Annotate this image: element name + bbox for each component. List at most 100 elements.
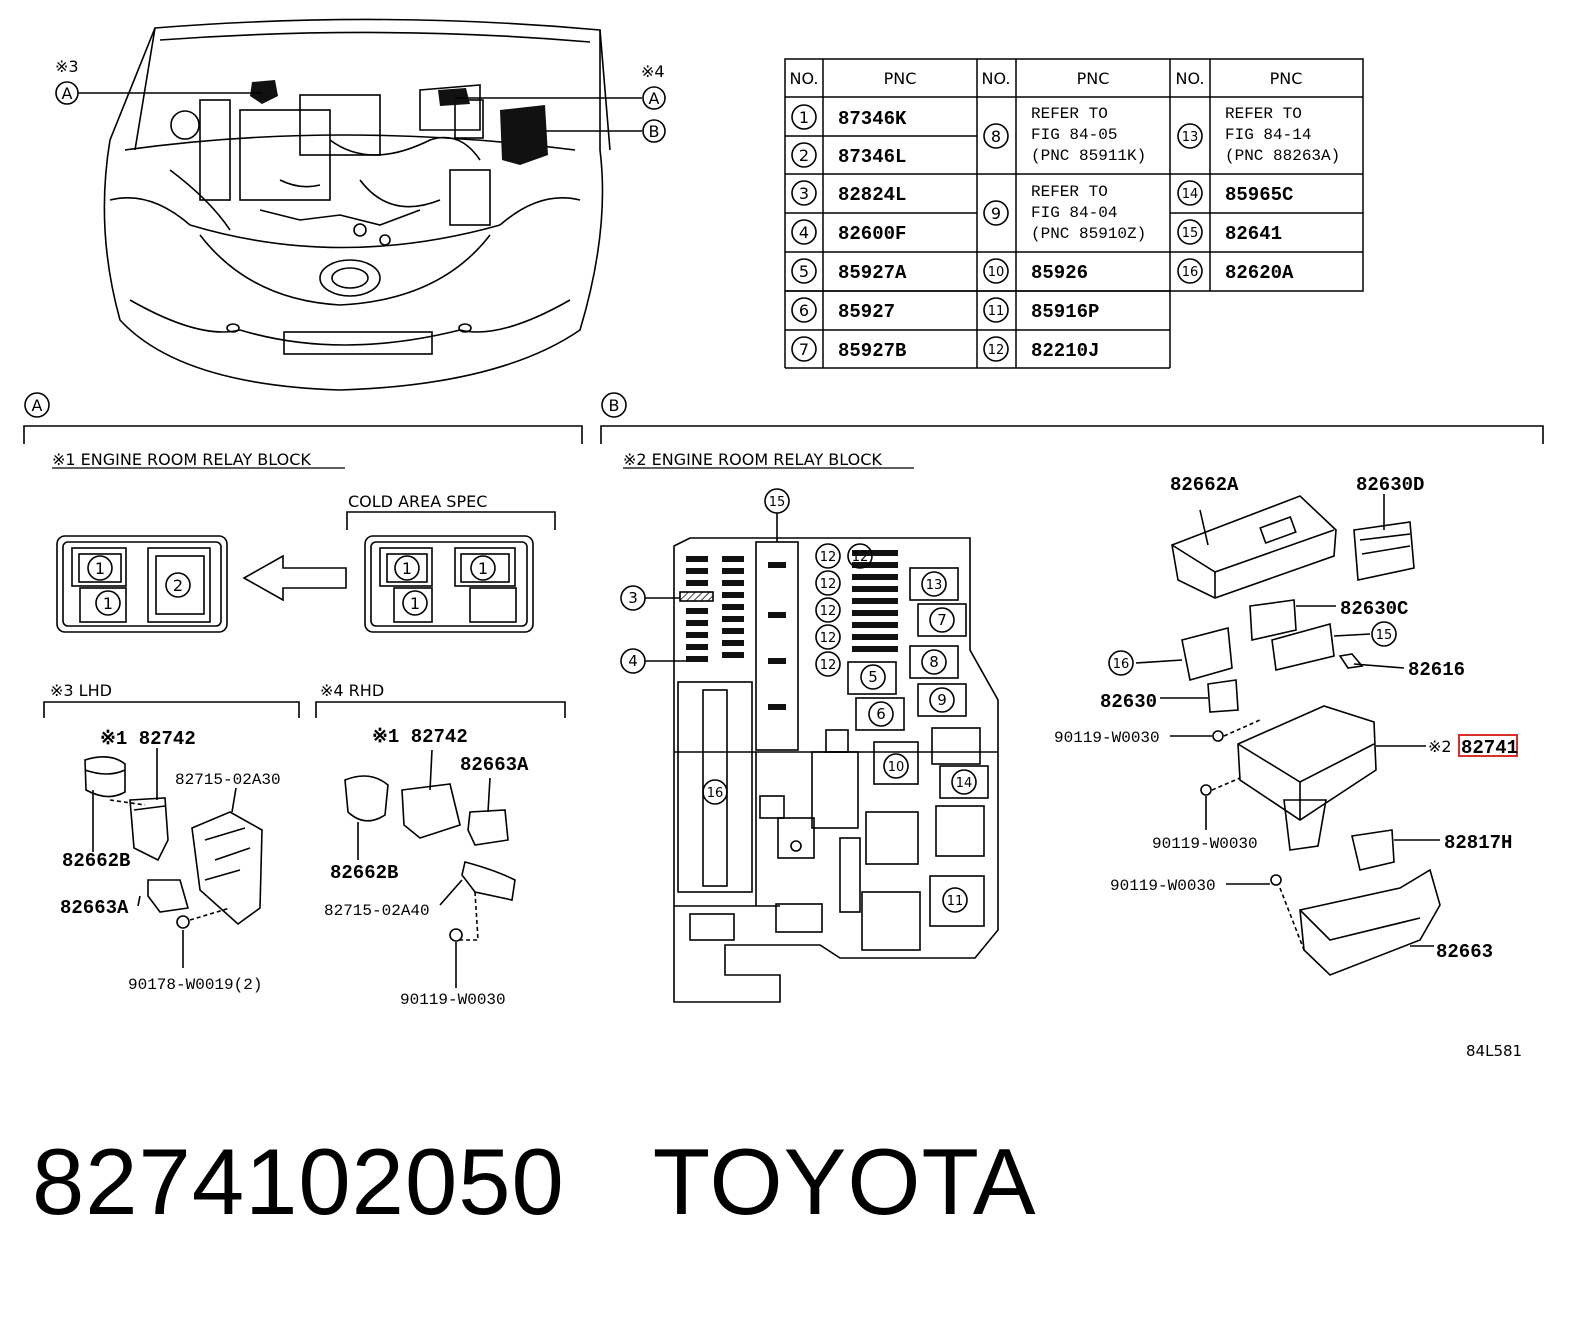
svg-text:15: 15 [1182, 226, 1199, 241]
svg-text:85927B: 85927B [838, 340, 906, 362]
table-header-no-3: NO. [1176, 69, 1205, 88]
rhd-label-82662B: 82662B [330, 862, 398, 884]
fuse-box-callouts [620, 488, 977, 913]
svg-text:82210J: 82210J [1031, 340, 1099, 362]
svg-text:16: 16 [1182, 265, 1199, 280]
label-90119-c: 90119-W0030 [1110, 877, 1216, 895]
label-82630C: 82630C [1340, 598, 1408, 620]
lhd-label-82742: ※1 82742 [100, 728, 196, 750]
relay-block-numbers: 1 1 2 1 1 1 [95, 559, 488, 613]
callout-a-left: A [62, 84, 73, 103]
callout-a-right: A [649, 89, 660, 108]
rhd-parts-drawing [344, 749, 516, 988]
rhd-label-90119: 90119-W0030 [400, 991, 506, 1009]
relay-locations [250, 80, 548, 165]
label-82663: 82663 [1436, 941, 1493, 963]
svg-text:85927: 85927 [838, 301, 895, 323]
svg-text:7: 7 [937, 611, 947, 629]
svg-text:9: 9 [991, 204, 1001, 223]
svg-text:3: 3 [799, 184, 809, 203]
svg-text:1: 1 [478, 559, 488, 578]
label-82662A: 82662A [1170, 474, 1239, 496]
svg-text:4: 4 [628, 652, 638, 670]
lhd-parts-drawing [84, 748, 263, 968]
svg-text:1: 1 [103, 594, 113, 613]
svg-text:85965C: 85965C [1225, 184, 1293, 206]
svg-text:12: 12 [820, 604, 837, 619]
label-82616: 82616 [1408, 659, 1465, 681]
svg-text:82620A: 82620A [1225, 262, 1294, 284]
section-a-title: ※1 ENGINE ROOM RELAY BLOCK [52, 450, 311, 469]
svg-text:FIG 84-14: FIG 84-14 [1225, 126, 1311, 144]
svg-text:6: 6 [876, 705, 886, 723]
lhd-label-82662B: 82662B [62, 850, 130, 872]
svg-text:10: 10 [988, 265, 1005, 280]
svg-text:12: 12 [820, 658, 837, 673]
rhd-label-82742: ※1 82742 [372, 726, 468, 748]
svg-text:82600F: 82600F [838, 223, 906, 245]
svg-text:15: 15 [769, 495, 786, 510]
svg-text:5: 5 [868, 668, 878, 686]
table-header-pnc-2: PNC [1077, 69, 1110, 88]
svg-text:(PNC 85910Z): (PNC 85910Z) [1031, 225, 1146, 243]
svg-text:12: 12 [820, 577, 837, 592]
svg-text:9: 9 [937, 691, 947, 709]
svg-text:4: 4 [799, 223, 809, 242]
svg-text:2: 2 [173, 576, 183, 595]
svg-text:82641: 82641 [1225, 223, 1282, 245]
label-82630D: 82630D [1356, 474, 1424, 496]
label-90119-b: 90119-W0030 [1152, 835, 1258, 853]
relay-block-exploded-drawing [1108, 494, 1441, 976]
brand-name: TOYOTA [652, 1129, 1037, 1234]
table-header-pnc-1: PNC [884, 69, 917, 88]
section-b-title: ※2 ENGINE ROOM RELAY BLOCK [623, 450, 882, 469]
table-refer-notes: REFER TO FIG 84-05 (PNC 85911K) REFER TO… [1031, 105, 1340, 243]
note-3: ※3 [55, 57, 79, 76]
svg-text:14: 14 [1182, 187, 1199, 202]
svg-text:REFER TO: REFER TO [1225, 105, 1302, 123]
label-82741-prefix: ※2 [1428, 737, 1452, 756]
svg-text:85927A: 85927A [838, 262, 907, 284]
svg-text:13: 13 [926, 578, 943, 593]
svg-text:1: 1 [799, 108, 809, 127]
svg-text:14: 14 [956, 776, 973, 791]
cold-area-spec-label: COLD AREA SPEC [348, 492, 487, 511]
svg-text:FIG 84-04: FIG 84-04 [1031, 204, 1117, 222]
svg-text:87346L: 87346L [838, 146, 906, 168]
svg-text:REFER TO: REFER TO [1031, 183, 1108, 201]
note-4: ※4 [641, 62, 665, 81]
rhd-label-82715: 82715-02A40 [324, 902, 430, 920]
label-82630: 82630 [1100, 691, 1157, 713]
svg-text:8: 8 [929, 653, 939, 671]
svg-text:6: 6 [799, 301, 809, 320]
svg-text:3: 3 [628, 589, 638, 607]
highlight-box [1458, 734, 1518, 757]
svg-text:1: 1 [410, 594, 420, 613]
arrow-left-icon [242, 554, 347, 602]
svg-text:12: 12 [820, 631, 837, 646]
svg-text:8: 8 [991, 127, 1001, 146]
svg-text:(PNC 85911K): (PNC 85911K) [1031, 147, 1146, 165]
table-pnc-values: 87346K 87346L 82824L 82600F 85927A 85927… [838, 108, 1294, 362]
callout-b: B [649, 122, 660, 141]
svg-text:REFER TO: REFER TO [1031, 105, 1108, 123]
svg-text:12: 12 [820, 550, 837, 565]
section-b-tag: B [609, 396, 620, 415]
svg-text:2: 2 [799, 146, 809, 165]
svg-text:85916P: 85916P [1031, 301, 1099, 323]
part-number: 8274102050 [32, 1129, 565, 1234]
fuse-box-callout-numbers: 15 3 4 12 12 12 12 12 12 13 7 8 9 5 6 10… [628, 495, 1392, 909]
svg-text:(PNC 88263A): (PNC 88263A) [1225, 147, 1340, 165]
lhd-label-90178: 90178-W0019(2) [128, 976, 262, 994]
lhd-label-82715: 82715-02A30 [175, 771, 281, 789]
figure-code: 84L581 [1466, 1042, 1522, 1060]
fuse-slots [686, 550, 898, 710]
pnc-table-no-circles [791, 104, 1203, 362]
svg-text:16: 16 [1113, 657, 1130, 672]
svg-text:5: 5 [799, 262, 809, 281]
rhd-label-82663A: 82663A [460, 754, 529, 776]
label-82741: 82741 [1461, 737, 1518, 759]
relay-block-standard [56, 535, 228, 633]
label-90119-a: 90119-W0030 [1054, 729, 1160, 747]
table-header-no-1: NO. [790, 69, 819, 88]
